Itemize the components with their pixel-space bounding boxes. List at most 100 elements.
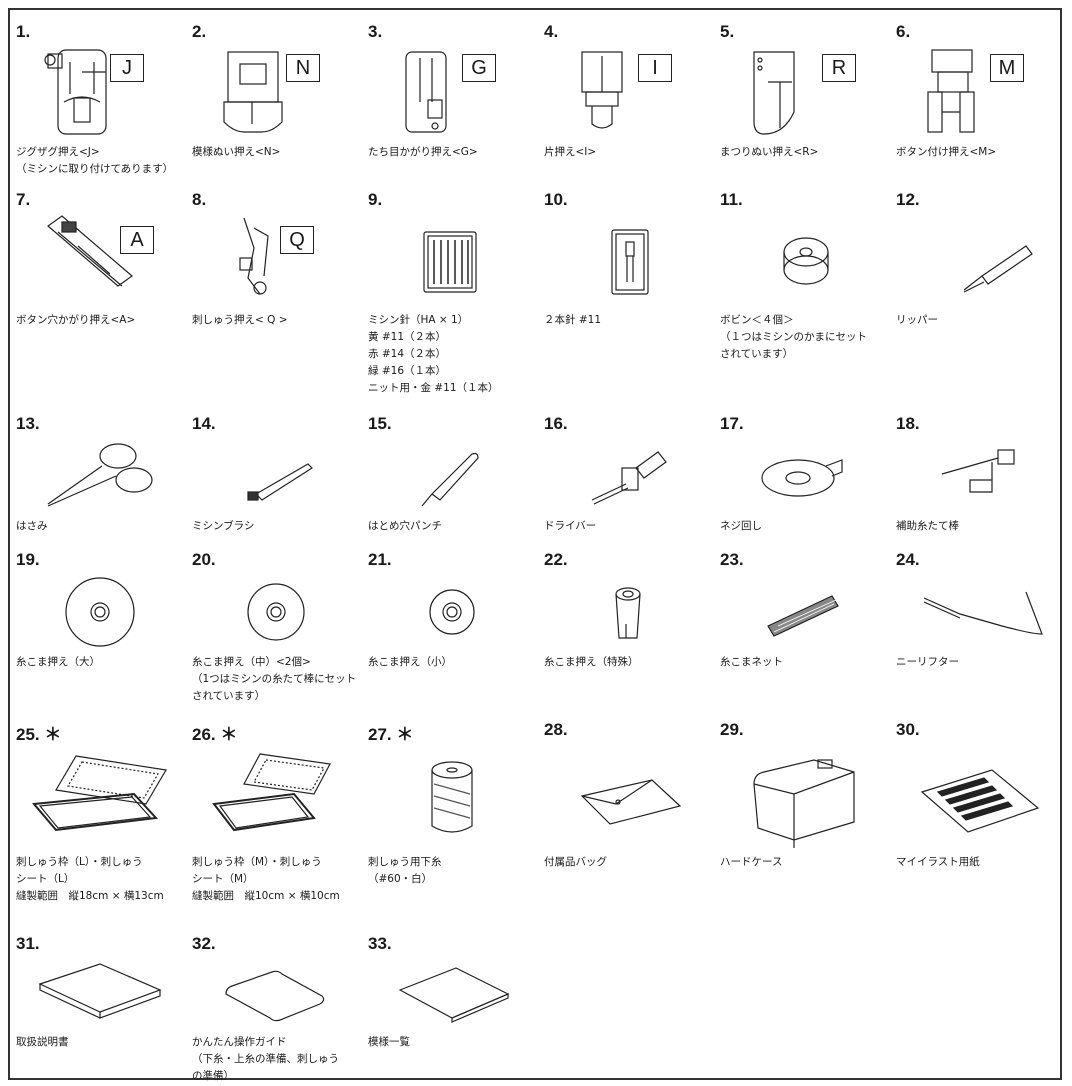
item-number: 22. — [544, 550, 568, 569]
item-caption: 補助糸たて棒 — [896, 518, 1066, 535]
accessory-item-20: 20. 糸こま押え（中）<2個> （1つはミシンの糸たて棒にセット されています… — [186, 544, 362, 714]
embroidery-frame-large-icon — [18, 740, 182, 850]
quick-guide-icon — [194, 954, 358, 1034]
caption-line: 付属品バッグ — [544, 856, 607, 868]
caption-line: 糸こま押え（大） — [16, 656, 100, 668]
item-number: 28. — [544, 720, 568, 739]
item-number: 14. — [192, 414, 216, 433]
accessory-item-2: 2. N 模様ぬい押え<N> — [186, 16, 362, 184]
item-caption: 糸こま押え（中）<2個> （1つはミシンの糸たて棒にセット されています） — [192, 654, 362, 705]
item-number: 29. — [720, 720, 744, 739]
row-5: 25. ＊ 刺しゅう枠（L）・刺しゅう シート（L） 縫製範囲 縦18cm × … — [10, 714, 1060, 928]
hard-case-icon — [722, 740, 886, 850]
item-caption: ドライバー — [544, 518, 714, 535]
accessory-item-4: 4. I 片押え<I> — [538, 16, 714, 184]
caption-line: されています） — [720, 348, 794, 360]
item-caption: 模様一覧 — [368, 1034, 538, 1051]
spool-cap-medium-icon — [194, 568, 358, 652]
accessory-item-17: 17. ネジ回し — [714, 408, 890, 544]
illustration-sheet-icon — [898, 740, 1062, 850]
twin-needle-icon — [546, 208, 710, 308]
caption-line: 糸こま押え（特殊） — [544, 656, 639, 668]
caption-line: （1つはミシンの糸たて棒にセット — [192, 673, 357, 685]
accessory-item-13: 13. はさみ — [10, 408, 186, 544]
item-caption: ハードケース — [720, 854, 890, 871]
item-number: 16. — [544, 414, 568, 433]
caption-line: されています） — [192, 690, 266, 702]
item-number: 6. — [896, 22, 911, 41]
item-number: 21. — [368, 550, 392, 569]
knee-lifter-icon — [898, 568, 1062, 652]
scissors-icon — [18, 432, 182, 516]
caption-line: ボタン穴かがり押え<A> — [16, 314, 136, 326]
caption-line: 緑 #16（１本） — [368, 365, 446, 377]
accessory-item-10: 10. ２本針 #11 — [538, 184, 714, 408]
row-1: 1. J ジグザグ押え<J> （ミシンに取り付けてあります） 2. — [10, 16, 1060, 184]
screwdriver-icon — [546, 432, 710, 516]
accessory-item-26: 26. ＊ 刺しゅう枠（M）・刺しゅう シート（M） 縫製範囲 縦10cm × … — [186, 714, 362, 928]
item-number: 25. ＊ — [16, 725, 62, 744]
caption-line: 刺しゅう枠（M）・刺しゅう — [192, 856, 322, 868]
item-caption: 取扱説明書 — [16, 1034, 186, 1051]
spool-cap-small-icon — [370, 568, 534, 652]
caption-line: ドライバー — [544, 520, 597, 532]
accessory-item-25: 25. ＊ 刺しゅう枠（L）・刺しゅう シート（L） 縫製範囲 縦18cm × … — [10, 714, 186, 928]
caption-line: 縫製範囲 縦10cm × 横10cm — [192, 890, 340, 902]
item-number: 17. — [720, 414, 744, 433]
item-number: 2. — [192, 22, 207, 41]
accessory-item-16: 16. ドライバー — [538, 408, 714, 544]
item-caption: 糸こま押え（小） — [368, 654, 538, 671]
accessory-item-27: 27. ＊ 刺しゅう用下糸 （#60・白） — [362, 714, 538, 928]
item-number: 26. ＊ — [192, 725, 238, 744]
manual-book-icon — [18, 954, 182, 1034]
caption-line: ボビン＜４個＞ — [720, 314, 794, 326]
item-number: 8. — [192, 190, 207, 209]
item-caption: 模様ぬい押え<N> — [192, 144, 362, 161]
seam-ripper-icon — [898, 208, 1062, 308]
embroidery-frame-medium-icon — [194, 740, 358, 850]
caption-line: 補助糸たて棒 — [896, 520, 959, 532]
caption-line: リッパー — [896, 314, 938, 326]
foot-code-label: Q — [280, 226, 314, 254]
accessory-item-31: 31. 取扱説明書 — [10, 928, 186, 1078]
item-number: 20. — [192, 550, 216, 569]
caption-line: マイイラスト用紙 — [896, 856, 980, 868]
item-caption: 糸こま押え（大） — [16, 654, 186, 671]
item-caption: ミシン針（HA × 1） 黄 #11（２本） 赤 #14（２本） 緑 #16（１… — [368, 312, 538, 397]
item-caption: 糸こま押え（特殊） — [544, 654, 714, 671]
accessory-item-7: 7. A ボタン穴かがり押え<A> — [10, 184, 186, 408]
row-3: 13. はさみ 14. ミシンブラシ 15. — [10, 408, 1060, 544]
item-caption: 糸こまネット — [720, 654, 890, 671]
item-caption: リッパー — [896, 312, 1066, 329]
caption-line: （下糸・上糸の準備、刺しゅう — [192, 1053, 339, 1065]
item-number: 18. — [896, 414, 920, 433]
caption-line: ニット用・金 #11（１本） — [368, 382, 499, 394]
item-number: 24. — [896, 550, 920, 569]
item-caption: 刺しゅう押え< Q > — [192, 312, 362, 329]
accessory-item-23: 23. 糸こまネット — [714, 544, 890, 714]
item-caption: 付属品バッグ — [544, 854, 714, 871]
accessory-item-22: 22. 糸こま押え（特殊） — [538, 544, 714, 714]
item-number: 12. — [896, 190, 920, 209]
item-number: 3. — [368, 22, 383, 41]
caption-line: 取扱説明書 — [16, 1036, 69, 1048]
item-number: 1. — [16, 22, 31, 41]
caption-line: 縫製範囲 縦18cm × 横13cm — [16, 890, 164, 902]
accessory-list-panel: 1. J ジグザグ押え<J> （ミシンに取り付けてあります） 2. — [8, 8, 1062, 1082]
caption-line: 黄 #11（２本） — [368, 331, 446, 343]
row-2: 7. A ボタン穴かがり押え<A> 8. Q — [10, 184, 1060, 408]
caption-line: シート（L） — [16, 873, 75, 885]
accessory-item-15: 15. はとめ穴パンチ — [362, 408, 538, 544]
foot-code-label: I — [638, 54, 672, 82]
spool-net-icon — [722, 568, 886, 652]
bobbin-icon — [722, 208, 886, 308]
item-number: 4. — [544, 22, 559, 41]
caption-line: 糸こま押え（小） — [368, 656, 452, 668]
caption-line: かんたん操作ガイド — [192, 1036, 287, 1048]
accessory-item-14: 14. ミシンブラシ — [186, 408, 362, 544]
item-number: 19. — [16, 550, 40, 569]
item-caption: ジグザグ押え<J> （ミシンに取り付けてあります） — [16, 144, 186, 178]
caption-line: ミシンブラシ — [192, 520, 255, 532]
buttonhole-foot-icon — [18, 208, 182, 308]
item-number: 5. — [720, 22, 735, 41]
